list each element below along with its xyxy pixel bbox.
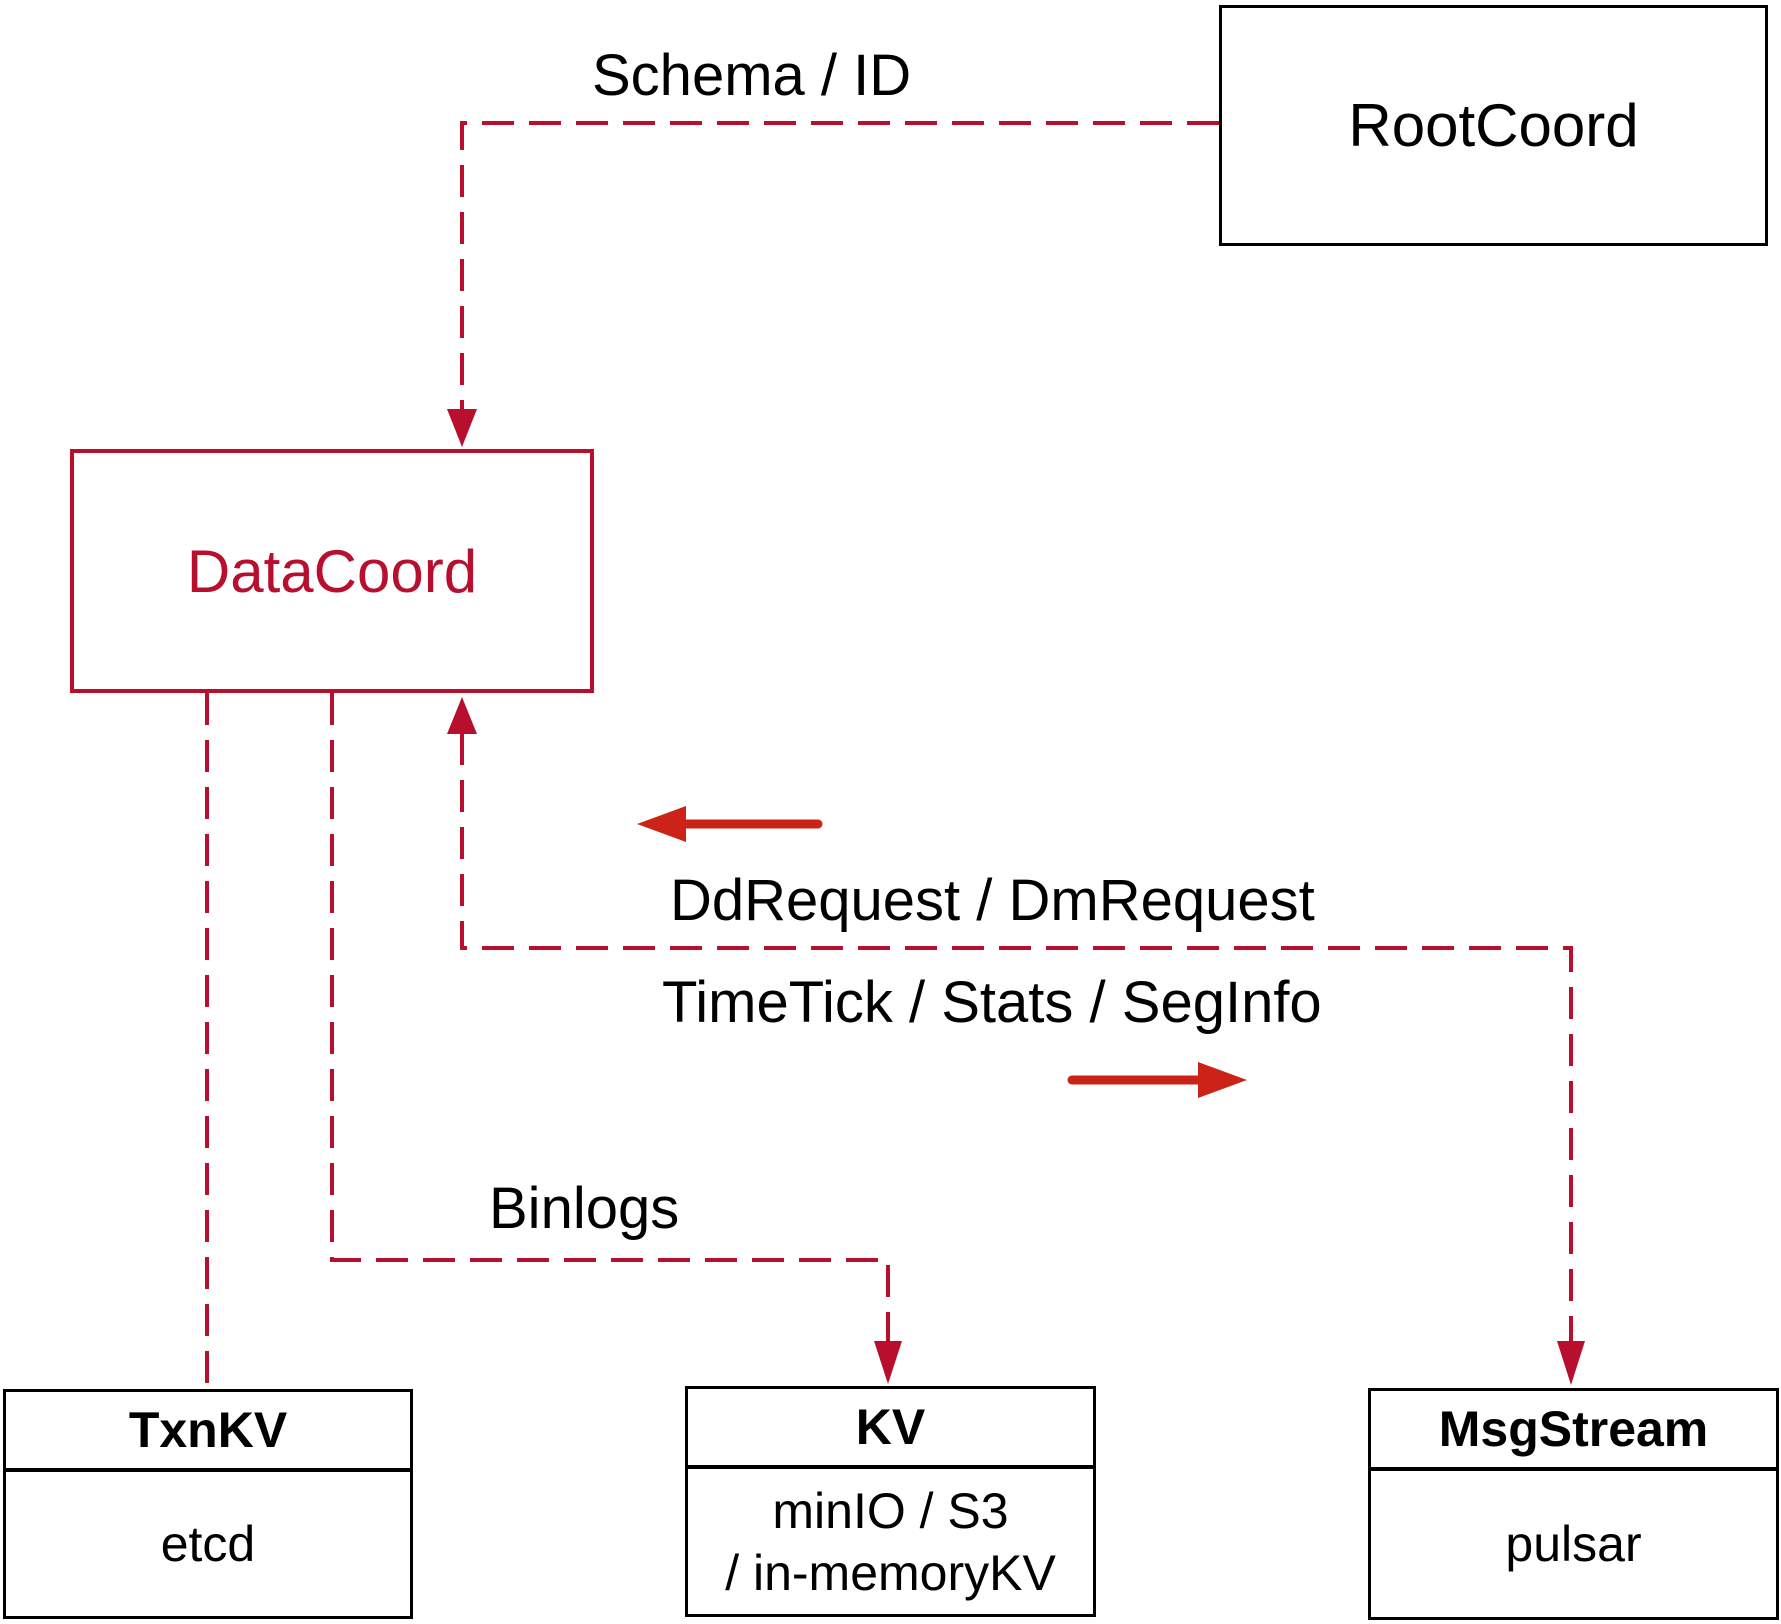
node-rootcoord: RootCoord	[1219, 5, 1768, 246]
datacoord-up-arrowhead-icon	[447, 697, 477, 734]
time-tick-edge-label: TimeTick / Stats / SegInfo	[662, 970, 1322, 1035]
rootcoord-label: RootCoord	[1348, 92, 1639, 159]
right-direction-arrowhead-icon	[1198, 1062, 1247, 1098]
binlogs-connector	[330, 693, 890, 1341]
msgstream-connector	[460, 733, 1573, 1341]
dd-request-edge-label: DdRequest / DmRequest	[670, 868, 1315, 933]
kv-body: minIO / S3 / in-memoryKV	[688, 1469, 1093, 1614]
schema-id-arrowhead-icon	[447, 409, 477, 447]
kv-title: KV	[688, 1389, 1093, 1469]
kv-body-line1: minIO / S3	[772, 1482, 1009, 1539]
kv-body-line2: / in-memoryKV	[725, 1544, 1056, 1601]
binlogs-edge-label: Binlogs	[489, 1176, 680, 1241]
left-direction-arrowhead-icon	[637, 806, 686, 842]
node-kv: KV minIO / S3 / in-memoryKV	[685, 1386, 1096, 1617]
msgstream-title: MsgStream	[1371, 1391, 1776, 1471]
txnkv-body: etcd	[160, 1516, 256, 1572]
msgstream-down-arrowhead-icon	[1557, 1341, 1585, 1385]
node-txnkv: TxnKV etcd	[3, 1389, 413, 1619]
txnkv-title: TxnKV	[6, 1392, 410, 1472]
binlogs-arrowhead-icon	[874, 1341, 902, 1384]
schema-id-connector	[460, 121, 1219, 410]
node-msgstream: MsgStream pulsar	[1368, 1388, 1779, 1620]
node-datacoord: DataCoord	[70, 449, 594, 693]
msgstream-body: pulsar	[1505, 1516, 1642, 1572]
schema-id-edge-label: Schema / ID	[592, 43, 912, 108]
datacoord-label: DataCoord	[186, 537, 478, 605]
